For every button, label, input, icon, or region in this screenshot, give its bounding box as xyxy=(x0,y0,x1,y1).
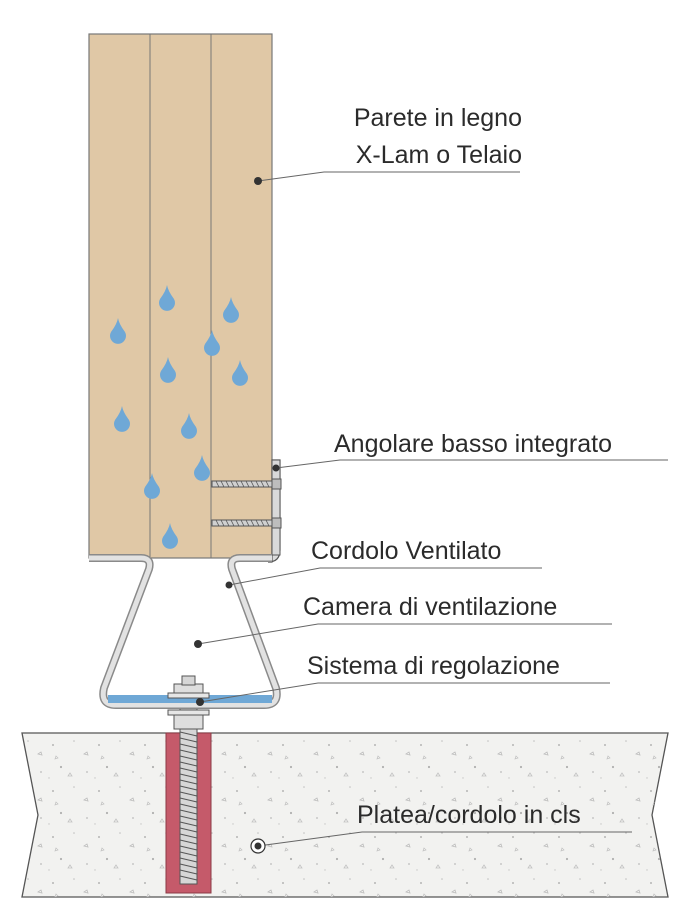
marker-adjust xyxy=(196,698,204,706)
label-wall-line1: Parete in legno xyxy=(353,104,522,132)
rod-thread xyxy=(179,875,198,881)
water-drop-icon xyxy=(223,297,239,323)
marker-wall xyxy=(254,177,262,185)
water-drop-icon xyxy=(159,285,175,311)
screw-thread xyxy=(225,480,230,488)
screw-thread xyxy=(265,519,270,527)
screw-thread xyxy=(215,519,220,527)
rod-thread xyxy=(179,833,198,839)
water-drop-icon xyxy=(194,455,210,481)
rod-thread xyxy=(179,851,198,857)
label-bracket: Angolare basso integrato xyxy=(334,430,612,458)
screw-shank xyxy=(211,480,273,488)
marker-slab xyxy=(254,842,262,850)
screw-shank xyxy=(211,519,273,527)
water-drop-icon xyxy=(232,360,248,386)
bracket-screw-lower xyxy=(211,517,282,529)
rod-thread xyxy=(179,809,198,815)
label-adjust: Sistema di regolazione xyxy=(307,652,560,680)
rod-thread xyxy=(179,863,198,869)
rod-thread xyxy=(179,773,198,779)
rod-threads xyxy=(179,731,198,881)
water-drop-icon xyxy=(114,406,130,432)
water-drop-icon xyxy=(144,473,160,499)
rod-thread xyxy=(179,743,198,749)
leader-adjust xyxy=(199,682,610,703)
rod-thread xyxy=(179,827,198,833)
screw-thread xyxy=(250,519,255,527)
rod-thread xyxy=(179,869,198,875)
rod-thread xyxy=(179,839,198,845)
screw-thread xyxy=(235,480,240,488)
adjust-washer-lower xyxy=(167,709,210,716)
marker-bracket xyxy=(272,464,280,472)
screw-thread xyxy=(245,480,250,488)
water-drop-icon xyxy=(181,413,197,439)
label-curb: Cordolo Ventilato xyxy=(311,537,502,565)
screw-thread xyxy=(255,480,260,488)
rod-thread xyxy=(179,821,198,827)
screw-thread xyxy=(245,519,250,527)
screw-thread xyxy=(255,519,260,527)
rod-thread xyxy=(179,749,198,755)
leader-bracket xyxy=(275,459,668,469)
rod-thread xyxy=(179,767,198,773)
bracket-screw-upper xyxy=(211,478,282,490)
screw-thread xyxy=(225,519,230,527)
screw-thread xyxy=(215,480,220,488)
ventilated-curb-profile-inner xyxy=(89,555,280,708)
rod-thread xyxy=(179,785,198,791)
marker-chamber xyxy=(194,640,202,648)
rod-thread xyxy=(179,797,198,803)
screw-thread xyxy=(220,480,225,488)
water-drop-icon xyxy=(204,330,220,356)
screw-thread xyxy=(265,480,270,488)
adjust-washer-upper xyxy=(167,692,210,699)
water-layer xyxy=(108,695,272,703)
screw-thread xyxy=(230,519,235,527)
water-drop-icon xyxy=(161,523,178,549)
marker-curb xyxy=(225,581,233,589)
leader-curb xyxy=(228,567,542,586)
screw-thread xyxy=(240,480,245,488)
screw-head xyxy=(271,478,282,490)
screw-thread xyxy=(240,519,245,527)
rod-thread xyxy=(179,791,198,797)
water-drop-icon xyxy=(110,318,126,344)
timber-wall xyxy=(88,33,273,559)
label-wall-line2: X-Lam o Telaio xyxy=(355,141,522,169)
screw-thread xyxy=(260,519,265,527)
leader-chamber xyxy=(197,623,612,645)
screw-thread xyxy=(220,519,225,527)
rod-thread xyxy=(179,737,198,743)
screw-thread xyxy=(230,480,235,488)
screw-thread xyxy=(235,519,240,527)
screw-thread xyxy=(260,480,265,488)
label-slab: Platea/cordolo in cls xyxy=(357,801,581,829)
rod-thread xyxy=(179,761,198,767)
rod-top xyxy=(181,675,196,686)
rod-thread xyxy=(179,779,198,785)
rod-thread xyxy=(179,731,198,737)
label-chamber: Camera di ventilazione xyxy=(303,593,558,621)
adjust-nut-lower xyxy=(173,714,204,730)
screw-head xyxy=(271,517,282,529)
leader-wall xyxy=(257,171,520,182)
rod-thread xyxy=(179,815,198,821)
rod-thread xyxy=(179,857,198,863)
water-drops xyxy=(110,285,248,549)
rod-thread xyxy=(179,845,198,851)
rod-thread xyxy=(179,803,198,809)
bracket-plate xyxy=(271,459,281,556)
leader-slab xyxy=(257,831,632,847)
water-drop-icon xyxy=(160,357,176,383)
screw-thread xyxy=(250,480,255,488)
rod-thread xyxy=(179,755,198,761)
